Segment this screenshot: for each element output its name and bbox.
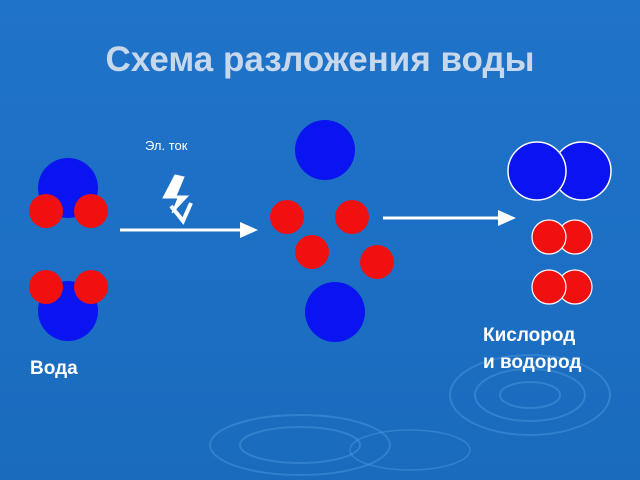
background-ripples bbox=[209, 354, 611, 476]
electric-current-label: Эл. ток bbox=[145, 138, 188, 153]
water-label: Вода bbox=[30, 358, 78, 379]
hydrogen-atom bbox=[335, 200, 369, 234]
oxygen-atom bbox=[305, 282, 365, 342]
oxygen-molecule bbox=[507, 141, 612, 201]
oxygen-atom bbox=[295, 120, 355, 180]
hydrogen-atom bbox=[360, 245, 394, 279]
hydrogen-atom bbox=[270, 200, 304, 234]
lightning-bolt-icon bbox=[162, 174, 193, 225]
products-label: Кислород и водород bbox=[483, 322, 581, 376]
hydrogen-atom bbox=[531, 219, 567, 255]
hydrogen-molecule bbox=[531, 219, 593, 255]
separated-atoms bbox=[270, 120, 394, 342]
hydrogen-atom bbox=[531, 269, 567, 305]
products-label-line2: и водород bbox=[483, 352, 582, 373]
hydrogen-atom bbox=[74, 194, 108, 228]
products-label-line1: Кислород bbox=[483, 325, 576, 346]
water-molecule-top bbox=[29, 158, 108, 228]
hydrogen-atom bbox=[295, 235, 329, 269]
right-arrow-icon bbox=[120, 222, 258, 238]
hydrogen-atom bbox=[29, 270, 63, 304]
hydrogen-atom bbox=[29, 194, 63, 228]
water-molecule-bottom bbox=[29, 270, 108, 341]
hydrogen-molecule bbox=[531, 269, 593, 305]
right-arrow-icon bbox=[383, 210, 516, 226]
hydrogen-atom bbox=[74, 270, 108, 304]
oxygen-atom bbox=[507, 141, 567, 201]
slide-title: Схема разложения воды bbox=[105, 40, 535, 79]
